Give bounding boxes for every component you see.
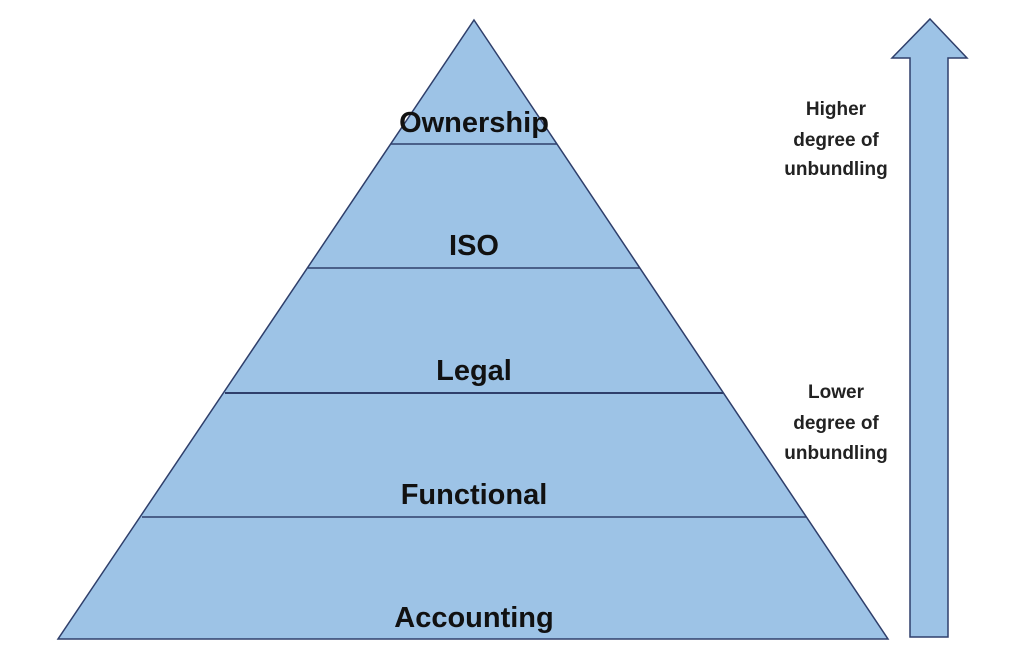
higher-label-line2: degree of [793,130,879,151]
up-arrow-icon [890,17,969,638]
higher-label-line1: Higher [806,99,867,120]
level-functional: Functional [401,479,548,511]
pyramid [56,18,890,640]
level-iso: ISO [449,230,499,262]
level-legal: Legal [436,355,512,387]
level-ownership: Ownership [399,107,549,139]
lower-label-line1: Lower [808,382,865,403]
higher-label-line3: unbundling [784,159,887,180]
lower-label-line2: degree of [793,413,879,434]
lower-label-line3: unbundling [784,443,887,464]
level-accounting: Accounting [394,602,554,634]
